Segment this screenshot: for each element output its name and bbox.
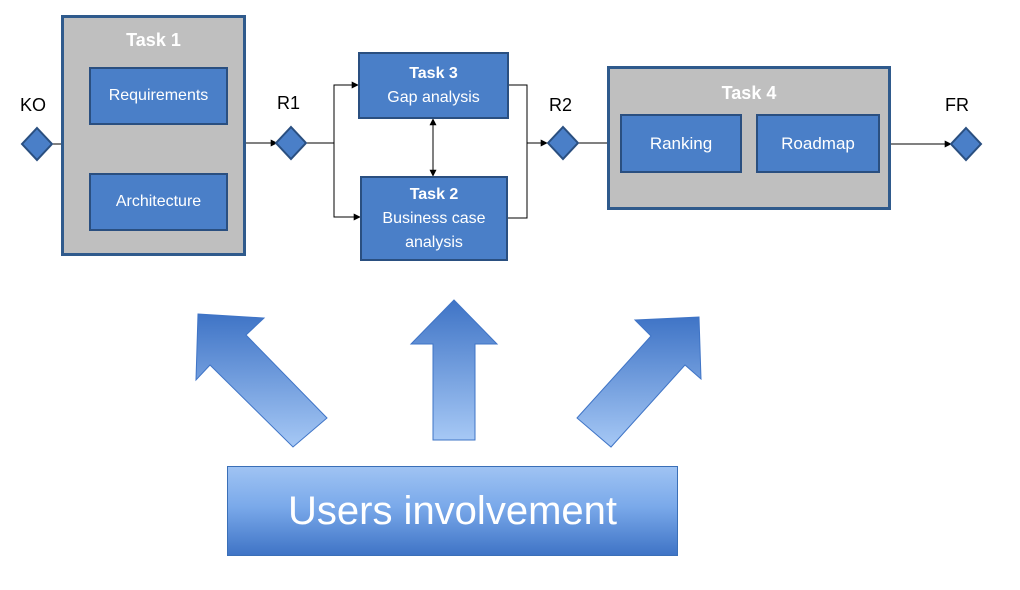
task2-box: Task 2 Business case analysis [360, 176, 508, 261]
right-up-arrow [576, 316, 702, 448]
connector-r1-task2 [333, 143, 361, 221]
center-up-arrow [409, 299, 499, 441]
milestone-r1-label: R1 [277, 93, 301, 113]
left-up-arrow [195, 313, 328, 448]
ranking-label: Ranking [649, 133, 713, 153]
connector-task2-r2 [508, 143, 528, 219]
ranking-box: Ranking [620, 114, 742, 173]
roadmap-label: Roadmap [781, 133, 855, 153]
task1-title: Task 1 [126, 30, 181, 50]
task3-title: Task 3 [409, 64, 458, 82]
users-involvement-banner: Users involvement [227, 466, 678, 556]
task3-subtitle: Gap analysis [387, 88, 480, 106]
milestone-r1-diamond [274, 125, 308, 161]
task2-title: Task 2 [409, 185, 459, 203]
task2-subtitle-line1: Business case [382, 209, 486, 227]
milestone-r2-label: R2 [549, 95, 573, 115]
roadmap-box: Roadmap [756, 114, 880, 173]
milestone-r2-diamond [546, 125, 580, 161]
connector-task3-r2 [509, 84, 548, 147]
architecture-label: Architecture [115, 193, 202, 210]
milestone-fr-diamond [949, 126, 983, 162]
connector-r1-task3 [304, 81, 359, 144]
task4-title: Task 4 [721, 83, 777, 103]
milestone-ko-diamond [20, 126, 54, 162]
architecture-box: Architecture [89, 173, 228, 231]
users-involvement-label: Users involvement [287, 488, 617, 533]
task2-subtitle-line2: analysis [405, 233, 463, 251]
task3-box: Task 3 Gap analysis [358, 52, 509, 119]
requirements-label: Requirements [108, 87, 209, 104]
milestone-ko-label: KO [20, 95, 47, 115]
requirements-box: Requirements [89, 67, 228, 125]
milestone-fr-label: FR [945, 95, 969, 115]
